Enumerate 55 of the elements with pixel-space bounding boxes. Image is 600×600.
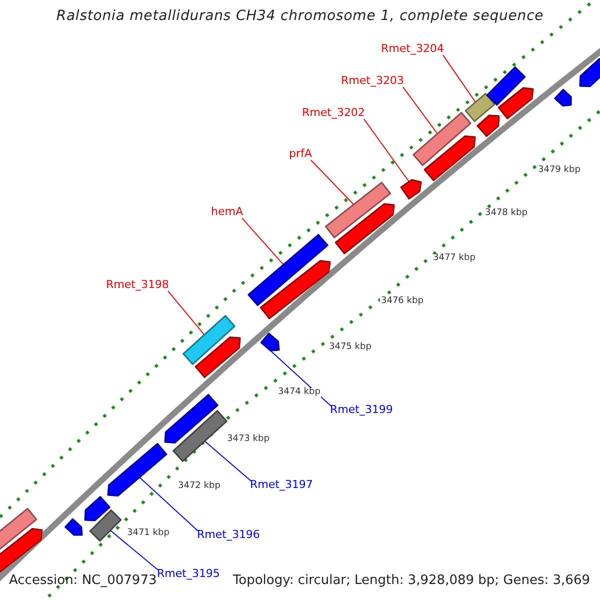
leader-line	[363, 118, 410, 182]
gene-bar	[172, 410, 228, 462]
leader-line	[139, 476, 198, 532]
leader-line	[110, 530, 158, 570]
gene-block	[164, 394, 218, 444]
gene-block	[107, 442, 168, 497]
gene-block	[476, 114, 500, 137]
gene-bar	[324, 182, 392, 238]
map-title: Ralstonia metallidurans CH34 chromosome 1, complete sequence	[55, 9, 545, 24]
gene-label: Rmet_3195	[157, 568, 220, 580]
gene-bar	[248, 234, 328, 306]
gene-block	[194, 336, 241, 378]
gene-bar	[89, 509, 122, 542]
leader-line	[310, 160, 354, 205]
leader-line	[402, 86, 438, 134]
tick-label: 3472 kbp	[177, 482, 222, 492]
gene-block	[424, 135, 476, 182]
gene-block	[64, 518, 83, 536]
summary-text: Topology: circular; Length: 3,928,089 bp; Genes: 3,669	[232, 574, 590, 588]
gene-label: Rmet_3199	[330, 404, 393, 416]
accession-text: Accession: NC_007973	[9, 574, 157, 588]
tick-label: 3473 kbp	[226, 435, 270, 445]
gene-label: Rmet_3204	[381, 43, 444, 56]
gene-block	[334, 203, 395, 254]
gene-block	[0, 528, 43, 574]
tick-label: 3475 kbp	[328, 343, 372, 353]
gene-block	[260, 332, 280, 352]
gene-label: Rmet_3202	[302, 107, 365, 120]
tick-label: 3471 kbp	[126, 529, 170, 539]
gene-label: hemA	[211, 206, 243, 218]
tick-label: 3479 kbp	[537, 166, 582, 176]
gene-block	[400, 179, 422, 200]
gene-label: Rmet_3198	[106, 279, 169, 292]
gene-label: Rmet_3203	[341, 75, 404, 88]
tick-label: 3476 kbp	[380, 297, 424, 307]
gene-bar	[0, 508, 38, 550]
gene-bar	[486, 66, 526, 106]
tick-label: 3477 kbp	[432, 254, 476, 264]
gene-label: Rmet_3197	[250, 479, 313, 492]
tick-label: 3474 kbp	[277, 388, 322, 398]
gene-block	[554, 88, 572, 107]
gene-label: Rmet_3196	[197, 529, 260, 542]
gene-block	[579, 58, 600, 88]
gene-block	[84, 496, 110, 522]
leader-line	[442, 54, 476, 103]
leader-line	[241, 218, 284, 266]
leader-line	[204, 440, 252, 482]
tick-label: 3478 kbp	[484, 209, 528, 219]
gene-bar	[464, 92, 496, 122]
gene-label: prfA	[289, 148, 312, 160]
gene-block	[260, 260, 331, 320]
leader-line	[167, 290, 205, 336]
gene-bar	[412, 112, 472, 166]
gene-block	[498, 87, 534, 120]
gene-bar	[182, 315, 236, 365]
